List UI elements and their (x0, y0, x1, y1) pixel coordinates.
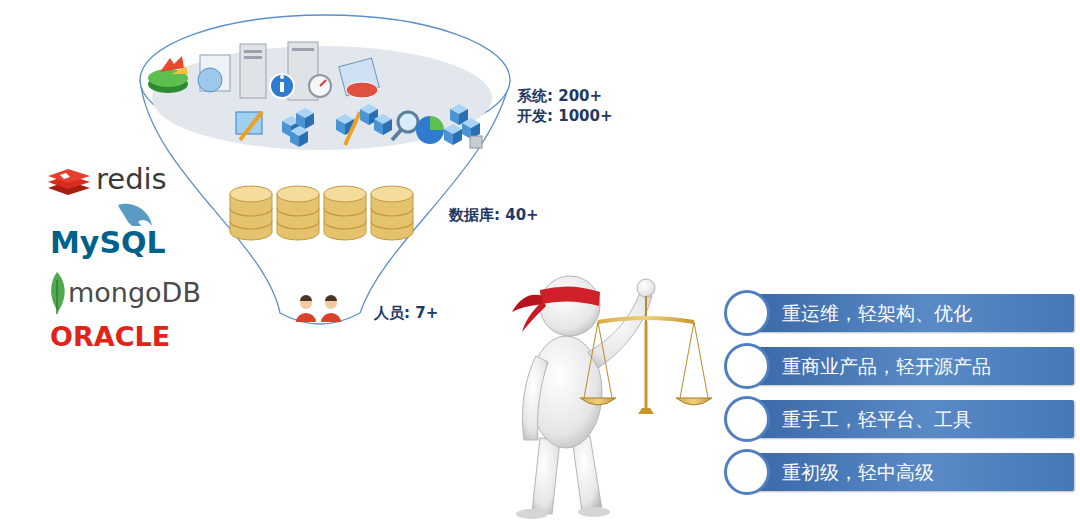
justice-figure-part (584, 322, 598, 398)
system-icons-part (416, 116, 444, 144)
database-cylinders-part (277, 186, 319, 240)
logo-text: MySQL (48, 226, 168, 261)
database-cylinders-part (230, 186, 272, 240)
people-icons-part (296, 313, 316, 322)
system-icons-part (270, 74, 294, 98)
justice-figure-part (638, 408, 654, 414)
justice-figure-part (637, 279, 655, 297)
logo-text: ORACLE (48, 321, 172, 352)
bar-text: 重运维，轻架构、优化 (782, 302, 972, 325)
system-icons-part (292, 48, 314, 51)
people-icons-part (321, 313, 341, 322)
justice-figure-part (645, 322, 648, 410)
stat-label: 数据库: 40+ (447, 207, 541, 224)
redis-logo-icon-part (60, 173, 70, 179)
justice-figure-part (540, 276, 600, 336)
system-icons-part (280, 75, 284, 79)
funnel-part (152, 46, 492, 150)
mongodb-leaf-part (56, 280, 58, 314)
system-icons-part (374, 114, 392, 135)
system-icons-part (470, 136, 482, 148)
system-icons-part (320, 80, 326, 86)
statement-bar: 重商业产品，轻开源产品 (748, 347, 1074, 385)
justice-figure-part (532, 438, 560, 514)
system-icons-part (280, 82, 284, 92)
system-icons-part (346, 82, 378, 98)
justice-figure-part (580, 398, 616, 405)
justice-figure-part (523, 356, 549, 440)
system-icons-part (198, 68, 222, 92)
system-icons-part (392, 130, 401, 140)
redis-logo-icon (48, 169, 90, 195)
justice-figure-part (572, 436, 602, 512)
people-icons-part (325, 295, 337, 301)
justice-figure-part (680, 322, 694, 398)
system-icons-part (398, 112, 418, 132)
justice-figure (512, 276, 712, 519)
statement-bar: 重手工，轻平台、工具 (748, 400, 1074, 438)
bullet-circle (724, 290, 770, 336)
bar-text: 重商业产品，轻开源产品 (782, 355, 991, 378)
system-icons-part (345, 112, 360, 145)
mongodb-leaf-part (51, 272, 65, 312)
database-cylinders (230, 186, 413, 240)
system-icons-part (240, 44, 266, 98)
justice-figure-part (522, 300, 546, 332)
system-icons-part (172, 66, 188, 74)
people-icons (296, 295, 341, 322)
system-icons (148, 42, 482, 148)
statement-bar: 重初级，轻中高级 (748, 453, 1074, 491)
justice-figure-part (598, 318, 694, 322)
stat-label: 人员: 7+ (372, 305, 440, 322)
logo-text: redis (94, 163, 169, 196)
system-icons-part (309, 75, 331, 97)
bar-text: 重初级，轻中高级 (782, 461, 934, 484)
bullet-circle (724, 343, 770, 389)
system-icons-part (244, 56, 262, 59)
stat-label: 开发: 1000+ (515, 108, 615, 125)
system-icons-part (430, 116, 444, 130)
people-icons-part (300, 295, 312, 301)
bullet-circle (724, 449, 770, 495)
mongodb-leaf (51, 272, 65, 314)
system-icons-part (240, 112, 262, 140)
justice-figure-part (676, 398, 712, 405)
justice-figure-part (578, 507, 610, 517)
bar-text: 重手工，轻平台、工具 (782, 408, 972, 431)
database-cylinders-part (371, 186, 413, 240)
database-cylinders-part (324, 186, 366, 240)
statement-bar: 重运维，轻架构、优化 (748, 294, 1074, 332)
logo-text: mongoDB (66, 277, 203, 308)
justice-figure-part (694, 322, 708, 398)
system-icons-part (296, 108, 314, 129)
bullet-circle (724, 396, 770, 442)
justice-figure-part (540, 286, 600, 306)
justice-figure-part (598, 322, 612, 398)
redis-logo-icon-part (48, 169, 90, 183)
system-icons-part (290, 126, 308, 147)
stat-label: 系统: 200+ (515, 88, 604, 105)
justice-figure-part (516, 509, 548, 519)
system-icons-part (244, 50, 262, 53)
system-icons-part (444, 124, 462, 145)
